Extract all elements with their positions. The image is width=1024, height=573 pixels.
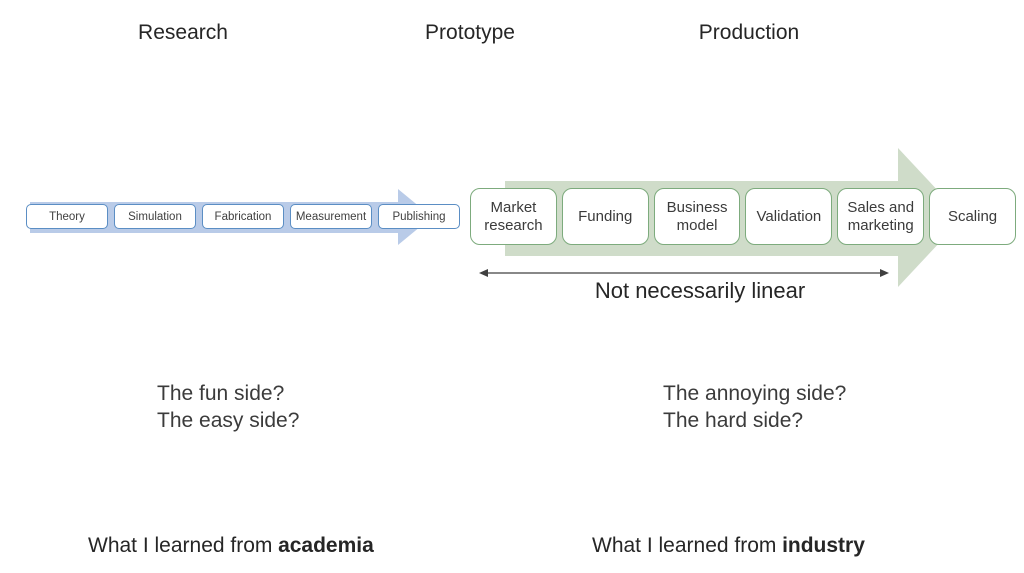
- production-step-scaling: Scaling: [929, 188, 1016, 245]
- research-step-theory: Theory: [26, 204, 108, 229]
- research-step-simulation: Simulation: [114, 204, 196, 229]
- production-step-validation: Validation: [745, 188, 833, 245]
- industry-questions: The annoying side? The hard side?: [663, 380, 846, 434]
- academia-summary-prefix: What I learned from: [88, 534, 273, 557]
- production-steps: Market research Funding Business model V…: [470, 188, 1016, 245]
- double-headed-arrow: [479, 269, 889, 277]
- industry-question-line1: The annoying side?: [663, 382, 847, 405]
- academia-question-line2: The easy side?: [157, 409, 300, 432]
- academia-question-line1: The fun side?: [157, 382, 285, 405]
- production-step-funding: Funding: [561, 188, 649, 245]
- research-step-fabrication: Fabrication: [202, 204, 284, 229]
- production-step-market-research: Market research: [470, 188, 557, 245]
- industry-summary-emphasis: industry: [782, 534, 865, 557]
- research-step-publishing: Publishing: [378, 204, 460, 229]
- production-step-business-model: Business model: [653, 188, 741, 245]
- stage-label-prototype: Prototype: [425, 21, 515, 44]
- production-step-sales-marketing: Sales and marketing: [837, 188, 925, 245]
- industry-summary-prefix: What I learned from: [592, 534, 777, 557]
- academia-questions: The fun side? The easy side?: [157, 380, 299, 434]
- academia-summary-emphasis: academia: [278, 534, 374, 557]
- research-steps: Theory Simulation Fabrication Measuremen…: [26, 204, 460, 229]
- industry-question-line2: The hard side?: [663, 409, 804, 432]
- stage-label-production: Production: [698, 21, 800, 44]
- linear-note-text: Not necessarily linear: [594, 278, 806, 303]
- stage-label-research: Research: [138, 21, 228, 44]
- research-step-measurement: Measurement: [290, 204, 372, 229]
